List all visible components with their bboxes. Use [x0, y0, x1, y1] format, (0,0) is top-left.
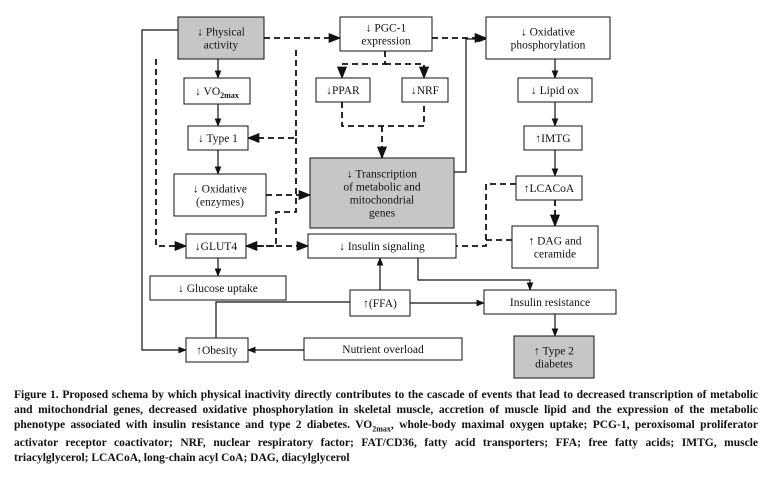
- node-label-lipid-ox: ↓ Lipid ox: [531, 85, 579, 97]
- solid-connector-12: [141, 29, 187, 354]
- node-label-obesity: ↑Obesity: [196, 345, 238, 357]
- dashed-connector-17: [336, 51, 386, 80]
- node-label-ppar: ↓PPAR: [326, 85, 360, 97]
- node-label-insulin-signaling: ↓ Insulin signaling: [339, 241, 425, 253]
- solid-connector-10: [417, 258, 534, 291]
- node-label-lcacoa: ↑LCACoA: [524, 183, 575, 195]
- solid-connector-11: [454, 35, 487, 173]
- node-label-pgc1: expression: [361, 36, 410, 48]
- node-label-type2-diabetes: diabetes: [535, 359, 573, 371]
- node-label-nrf: ↓NRF: [411, 85, 439, 97]
- node-label-oxphos: phosphorylation: [511, 40, 586, 52]
- dashed-connector-27: [456, 183, 516, 247]
- node-box-pgc1: [339, 16, 433, 52]
- node-box-oxphos: [485, 16, 611, 60]
- node-label-imtg: ↑IMTG: [535, 133, 570, 145]
- node-box-transcription: [309, 157, 455, 229]
- node-label-insulin-resistance: Insulin resistance: [510, 297, 590, 309]
- node-lcacoa: ↑LCACoA: [515, 175, 583, 201]
- node-label-transcription: of metabolic and: [343, 182, 421, 194]
- node-box-physical-activity: [177, 16, 265, 60]
- node-box-lipid-ox: [517, 77, 593, 103]
- node-label-type2-diabetes: ↑ Type 2: [534, 346, 574, 358]
- node-box-glucose-uptake: [149, 275, 287, 301]
- solid-connector-14: [215, 301, 350, 338]
- figure-caption: Figure 1. Proposed schema by which physi…: [14, 388, 758, 466]
- node-label-dag: ↑ DAG and: [528, 236, 581, 248]
- node-box-oxidative-enzymes: [173, 173, 267, 217]
- node-type1: ↓ Type 1: [187, 125, 249, 151]
- node-label-type1: ↓ Type 1: [198, 133, 238, 145]
- node-label-oxphos: ↓ Oxidative: [521, 27, 575, 39]
- node-box-nrf: [401, 77, 449, 103]
- node-ffa: ↑(FFA): [349, 289, 411, 317]
- node-label-transcription: ↓ Transcription: [347, 169, 417, 181]
- node-box-insulin-resistance: [483, 289, 617, 315]
- node-box-insulin-signaling: [307, 233, 457, 259]
- node-nutrient-overload: Nutrient overload: [303, 337, 463, 361]
- node-insulin-signaling: ↓ Insulin signaling: [307, 233, 457, 259]
- node-label-transcription: genes: [369, 208, 396, 220]
- dashed-connector-19: [341, 102, 425, 127]
- node-lipid-ox: ↓ Lipid ox: [517, 77, 593, 103]
- caption-subscript: 2max: [372, 424, 391, 434]
- node-box-type1: [187, 125, 249, 151]
- caption-lead: Figure 1. Proposed schema by which physi…: [14, 389, 758, 431]
- node-obesity: ↑Obesity: [185, 337, 249, 363]
- node-label-dag: ceramide: [534, 249, 576, 261]
- dashed-connector-18: [385, 63, 430, 80]
- node-label-nutrient-overload: Nutrient overload: [342, 344, 424, 356]
- node-box-vo2max: [183, 77, 251, 105]
- node-box-lcacoa: [515, 175, 583, 201]
- node-label-pgc1: ↓ PGC-1: [366, 23, 407, 35]
- node-label-physical-activity: ↓ Physical: [197, 27, 245, 39]
- node-glut4: ↓GLUT4: [185, 233, 247, 259]
- node-ppar: ↓PPAR: [315, 77, 371, 103]
- node-label-physical-activity: activity: [204, 40, 239, 52]
- node-box-ffa: [349, 289, 411, 317]
- node-imtg: ↑IMTG: [523, 125, 583, 151]
- dashed-connector-21: [246, 50, 297, 144]
- node-label-glut4: ↓GLUT4: [195, 241, 237, 253]
- connector-lines: [141, 29, 561, 354]
- node-box-dag: [511, 225, 599, 269]
- caption-tail: , whole-body maximal oxygen uptake; PCG-…: [14, 419, 759, 465]
- node-box-nutrient-overload: [303, 337, 463, 361]
- node-box-obesity: [185, 337, 249, 363]
- node-vo2max: ↓ VO2max: [183, 77, 251, 105]
- dashed-connector-22: [244, 138, 297, 252]
- node-box-ppar: [315, 77, 371, 103]
- node-label-ffa: ↑(FFA): [363, 298, 397, 310]
- node-oxidative-enzymes: ↓ Oxidative(enzymes): [173, 173, 267, 217]
- node-label-oxidative-enzymes: ↓ Oxidative: [193, 184, 247, 196]
- node-insulin-resistance: Insulin resistance: [483, 289, 617, 315]
- node-glucose-uptake: ↓ Glucose uptake: [149, 275, 287, 301]
- node-nrf: ↓NRF: [401, 77, 449, 103]
- node-box-glut4: [185, 233, 247, 259]
- dashed-connector-24: [155, 59, 188, 252]
- node-label-oxidative-enzymes: (enzymes): [196, 197, 244, 209]
- node-subscript-vo2max: 2max: [220, 91, 239, 100]
- node-box-type2-diabetes: [513, 335, 595, 379]
- node-label-transcription: mitochondrial: [350, 195, 415, 207]
- node-label-glucose-uptake: ↓ Glucose uptake: [178, 283, 258, 295]
- node-box-imtg: [523, 125, 583, 151]
